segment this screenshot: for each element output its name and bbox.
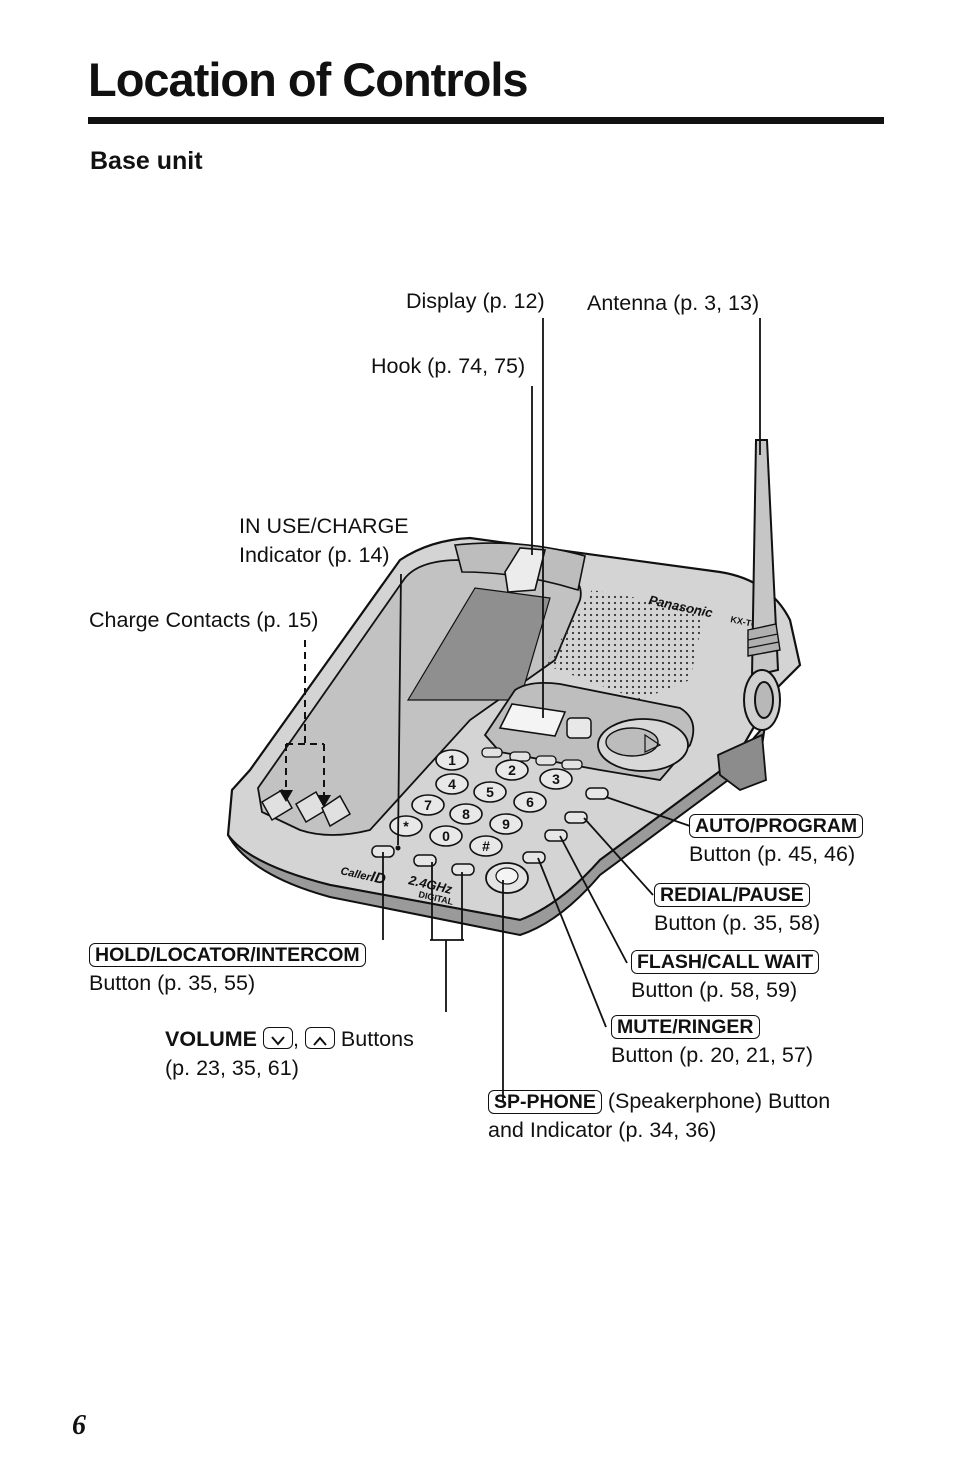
key-5 [473, 781, 507, 803]
speaker-grille [545, 590, 705, 700]
label-in-use-line1: IN USE/CHARGE [239, 514, 409, 538]
label-charge-contacts: Charge Contacts (p. 15) [89, 608, 319, 632]
key-flash-call-wait: FLASH/CALL WAIT [631, 950, 820, 974]
label-sp-desc1: (Speakerphone) Button [607, 1089, 831, 1113]
label-in-use-line2: Indicator (p. 14) [239, 543, 390, 567]
chevron-up-icon [304, 1027, 335, 1049]
key-hold-locator-intercom: HOLD/LOCATOR/INTERCOM [89, 943, 366, 967]
label-display: Display (p. 12) [406, 289, 545, 313]
display-window [498, 703, 567, 737]
flash-call-wait-btn [544, 829, 568, 842]
label-in-use-charge: IN USE/CHARGE Indicator (p. 14) [239, 512, 409, 570]
svg-text:7: 7 [424, 797, 432, 813]
arrowhead-left [279, 790, 293, 802]
charge-contacts [260, 788, 352, 828]
auto-program-btn [585, 787, 609, 800]
key-1 [435, 749, 469, 771]
label-mute-ringer: MUTE/RINGER Button (p. 20, 21, 57) [611, 1012, 813, 1070]
keypad [389, 749, 573, 857]
base-foot [717, 733, 767, 792]
lower-buttons [371, 845, 475, 876]
key-mute-ringer: MUTE/RINGER [611, 1015, 760, 1039]
label-hold-locator-intercom: HOLD/LOCATOR/INTERCOM Button (p. 35, 55) [89, 940, 366, 998]
in-use-led [395, 845, 401, 851]
label-flash-desc: Button (p. 58, 59) [631, 978, 798, 1002]
svg-text:3: 3 [552, 771, 560, 787]
label-volume-pages: (p. 23, 35, 61) [165, 1056, 299, 1080]
play-triangle [644, 733, 662, 753]
redial-pause-btn [564, 811, 588, 824]
svg-text:8: 8 [462, 806, 470, 822]
svg-text:9: 9 [502, 816, 510, 832]
label-auto-program-desc: Button (p. 45, 46) [689, 842, 856, 866]
chevron-down-icon [262, 1027, 293, 1049]
label-hold-desc: Button (p. 35, 55) [89, 971, 256, 995]
sp-phone-btn-inner [495, 867, 519, 885]
charge-contacts-pointers [285, 640, 325, 795]
key-3 [539, 768, 573, 790]
mute-ringer-btn [522, 851, 546, 864]
volume-up-btn [451, 863, 475, 876]
svg-text:5: 5 [486, 784, 494, 800]
svg-text:*: * [403, 818, 409, 834]
label-auto-program: AUTO/PROGRAM Button (p. 45, 46) [689, 811, 864, 869]
volume-down-btn [413, 854, 437, 867]
arrowhead-right [317, 795, 331, 807]
keypad-digits: 1 2 3 4 5 6 7 8 9 * 0 # [403, 752, 560, 854]
key-7 [411, 794, 445, 816]
antenna [743, 439, 781, 731]
label-volume-word: VOLUME [165, 1027, 257, 1051]
label-sp-phone: SP-PHONE (Speakerphone) Button and Indic… [488, 1087, 830, 1145]
cradle-shadow [406, 587, 551, 701]
label-antenna: Antenna (p. 3, 13) [587, 291, 760, 315]
key-4 [435, 773, 469, 795]
label-mute-desc: Button (p. 20, 21, 57) [611, 1043, 813, 1067]
svg-text:2: 2 [508, 762, 516, 778]
key-2 [495, 759, 529, 781]
hook-part [504, 547, 547, 593]
key-0 [429, 825, 463, 847]
svg-text:4: 4 [448, 776, 456, 792]
panel-square-button [566, 717, 592, 739]
label-sp-desc2: and Indicator (p. 34, 36) [488, 1118, 717, 1142]
key-hash [469, 835, 503, 857]
svg-text:0: 0 [442, 828, 450, 844]
svg-text:1: 1 [448, 752, 456, 768]
label-redial-pause: REDIAL/PAUSE Button (p. 35, 58) [654, 880, 820, 938]
key-sp-phone: SP-PHONE [488, 1090, 602, 1114]
title-rule [88, 117, 884, 124]
page-number: 6 [72, 1410, 86, 1441]
callout-lines [382, 318, 761, 1102]
label-volume-buttons: Buttons [340, 1027, 414, 1051]
section-subtitle: Base unit [90, 147, 203, 175]
label-redial-pause-desc: Button (p. 35, 58) [654, 911, 821, 935]
label-volume-comma: , [292, 1027, 299, 1051]
label-hook: Hook (p. 74, 75) [371, 354, 526, 378]
key-8 [449, 803, 483, 825]
key-9 [489, 813, 523, 835]
svg-text:6: 6 [526, 794, 534, 810]
page-title: Location of Controls [88, 53, 529, 106]
label-flash-call-wait: FLASH/CALL WAIT Button (p. 58, 59) [631, 947, 820, 1005]
key-redial-pause: REDIAL/PAUSE [654, 883, 810, 907]
key-6 [513, 791, 547, 813]
label-volume: VOLUME , Buttons (p. 23, 35, 61) [165, 1025, 414, 1083]
answering-dial-inner [605, 727, 659, 757]
svg-text:#: # [482, 838, 490, 854]
function-keys-row [481, 747, 583, 770]
key-auto-program: AUTO/PROGRAM [689, 814, 864, 838]
